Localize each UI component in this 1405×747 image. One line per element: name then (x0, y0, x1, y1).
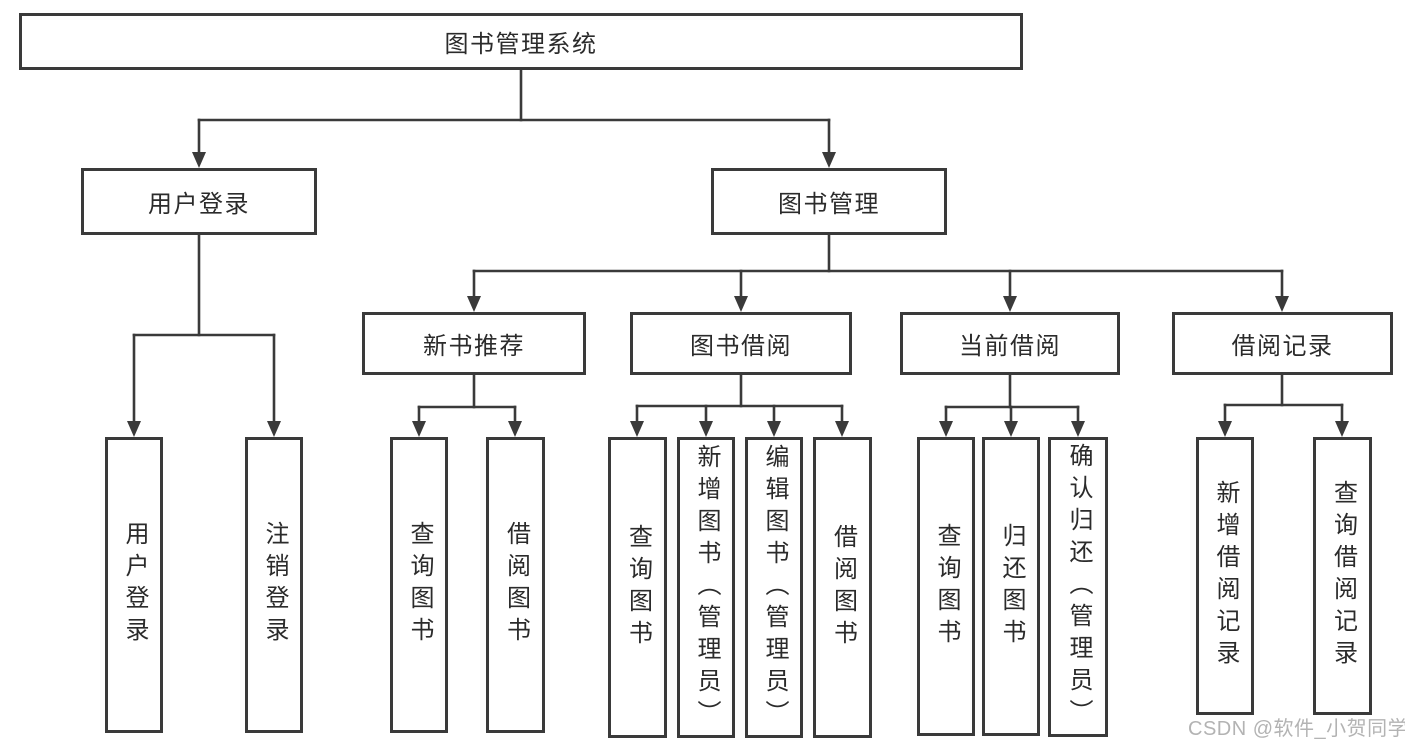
connector-arrowhead (412, 421, 426, 437)
node-label: 图书管理系统 (444, 31, 598, 58)
node-leaf-query-book-1: 查询图书 (390, 437, 448, 733)
node-label: 图书借阅 (690, 333, 792, 360)
connector-arrowhead (699, 421, 713, 437)
node-label: 当前借阅 (959, 333, 1061, 360)
node-borrow-records: 借阅记录 (1172, 312, 1393, 375)
connector-arrowhead (822, 152, 836, 168)
csdn-watermark: CSDN @软件_小贺同学 (1188, 718, 1405, 740)
node-label: 用户登录 (121, 521, 148, 649)
node-label: 注销登录 (261, 521, 288, 649)
node-library-management-system: 图书管理系统 (19, 13, 1023, 70)
node-leaf-return-book: 归还图书 (982, 437, 1040, 736)
node-leaf-query-borrow-record: 查询借阅记录 (1313, 437, 1372, 715)
connector-arrowhead (767, 421, 781, 437)
node-leaf-edit-book-admin: 编辑图书（管理员） (745, 437, 803, 738)
node-user-login: 用户登录 (81, 168, 317, 235)
node-leaf-query-book-3: 查询图书 (917, 437, 975, 736)
node-label: 确认归还（管理员） (1065, 443, 1092, 731)
connector-arrowhead (508, 421, 522, 437)
connector-arrowhead (1004, 421, 1018, 437)
connector-arrowhead (630, 421, 644, 437)
node-label: 图书管理 (778, 191, 880, 218)
node-leaf-query-book-2: 查询图书 (608, 437, 667, 738)
node-label: 查询图书 (406, 521, 433, 649)
node-label: 查询图书 (933, 522, 960, 651)
node-current-borrow: 当前借阅 (900, 312, 1120, 375)
node-label: 借阅记录 (1231, 333, 1334, 360)
connector-arrowhead (734, 296, 748, 312)
node-book-borrow: 图书借阅 (630, 312, 852, 375)
node-label: 借阅图书 (502, 521, 530, 649)
node-label: 编辑图书（管理员） (761, 443, 788, 732)
node-label: 用户登录 (148, 191, 250, 218)
connector-arrowhead (467, 296, 481, 312)
node-leaf-user-login: 用户登录 (105, 437, 163, 733)
node-label: 新书推荐 (423, 333, 525, 360)
node-leaf-add-book-admin: 新增图书（管理员） (677, 437, 735, 738)
node-leaf-confirm-return-admin: 确认归还（管理员） (1048, 437, 1108, 737)
node-label: 新增图书（管理员） (693, 443, 720, 732)
connector-arrowhead (1275, 296, 1289, 312)
node-leaf-borrow-book-2: 借阅图书 (813, 437, 872, 738)
connector-arrowhead (939, 421, 953, 437)
connector-arrowhead (1335, 421, 1349, 437)
node-label: 新增借阅记录 (1212, 480, 1239, 672)
connector-arrowhead (1218, 421, 1232, 437)
node-new-book-recommend: 新书推荐 (362, 312, 586, 375)
node-leaf-logout: 注销登录 (245, 437, 303, 733)
node-leaf-add-borrow-record: 新增借阅记录 (1196, 437, 1254, 715)
node-label: 查询借阅记录 (1329, 480, 1357, 672)
connector-arrowhead (192, 152, 206, 168)
node-label: 归还图书 (998, 522, 1025, 651)
node-leaf-borrow-book-1: 借阅图书 (486, 437, 545, 733)
connector-arrowhead (267, 421, 281, 437)
connector-arrowhead (835, 421, 849, 437)
connector-arrowhead (1003, 296, 1017, 312)
node-book-management: 图书管理 (711, 168, 947, 235)
connector-arrowhead (127, 421, 141, 437)
node-label: 借阅图书 (829, 523, 857, 652)
node-label: 查询图书 (624, 523, 652, 652)
connector-arrowhead (1071, 421, 1085, 437)
